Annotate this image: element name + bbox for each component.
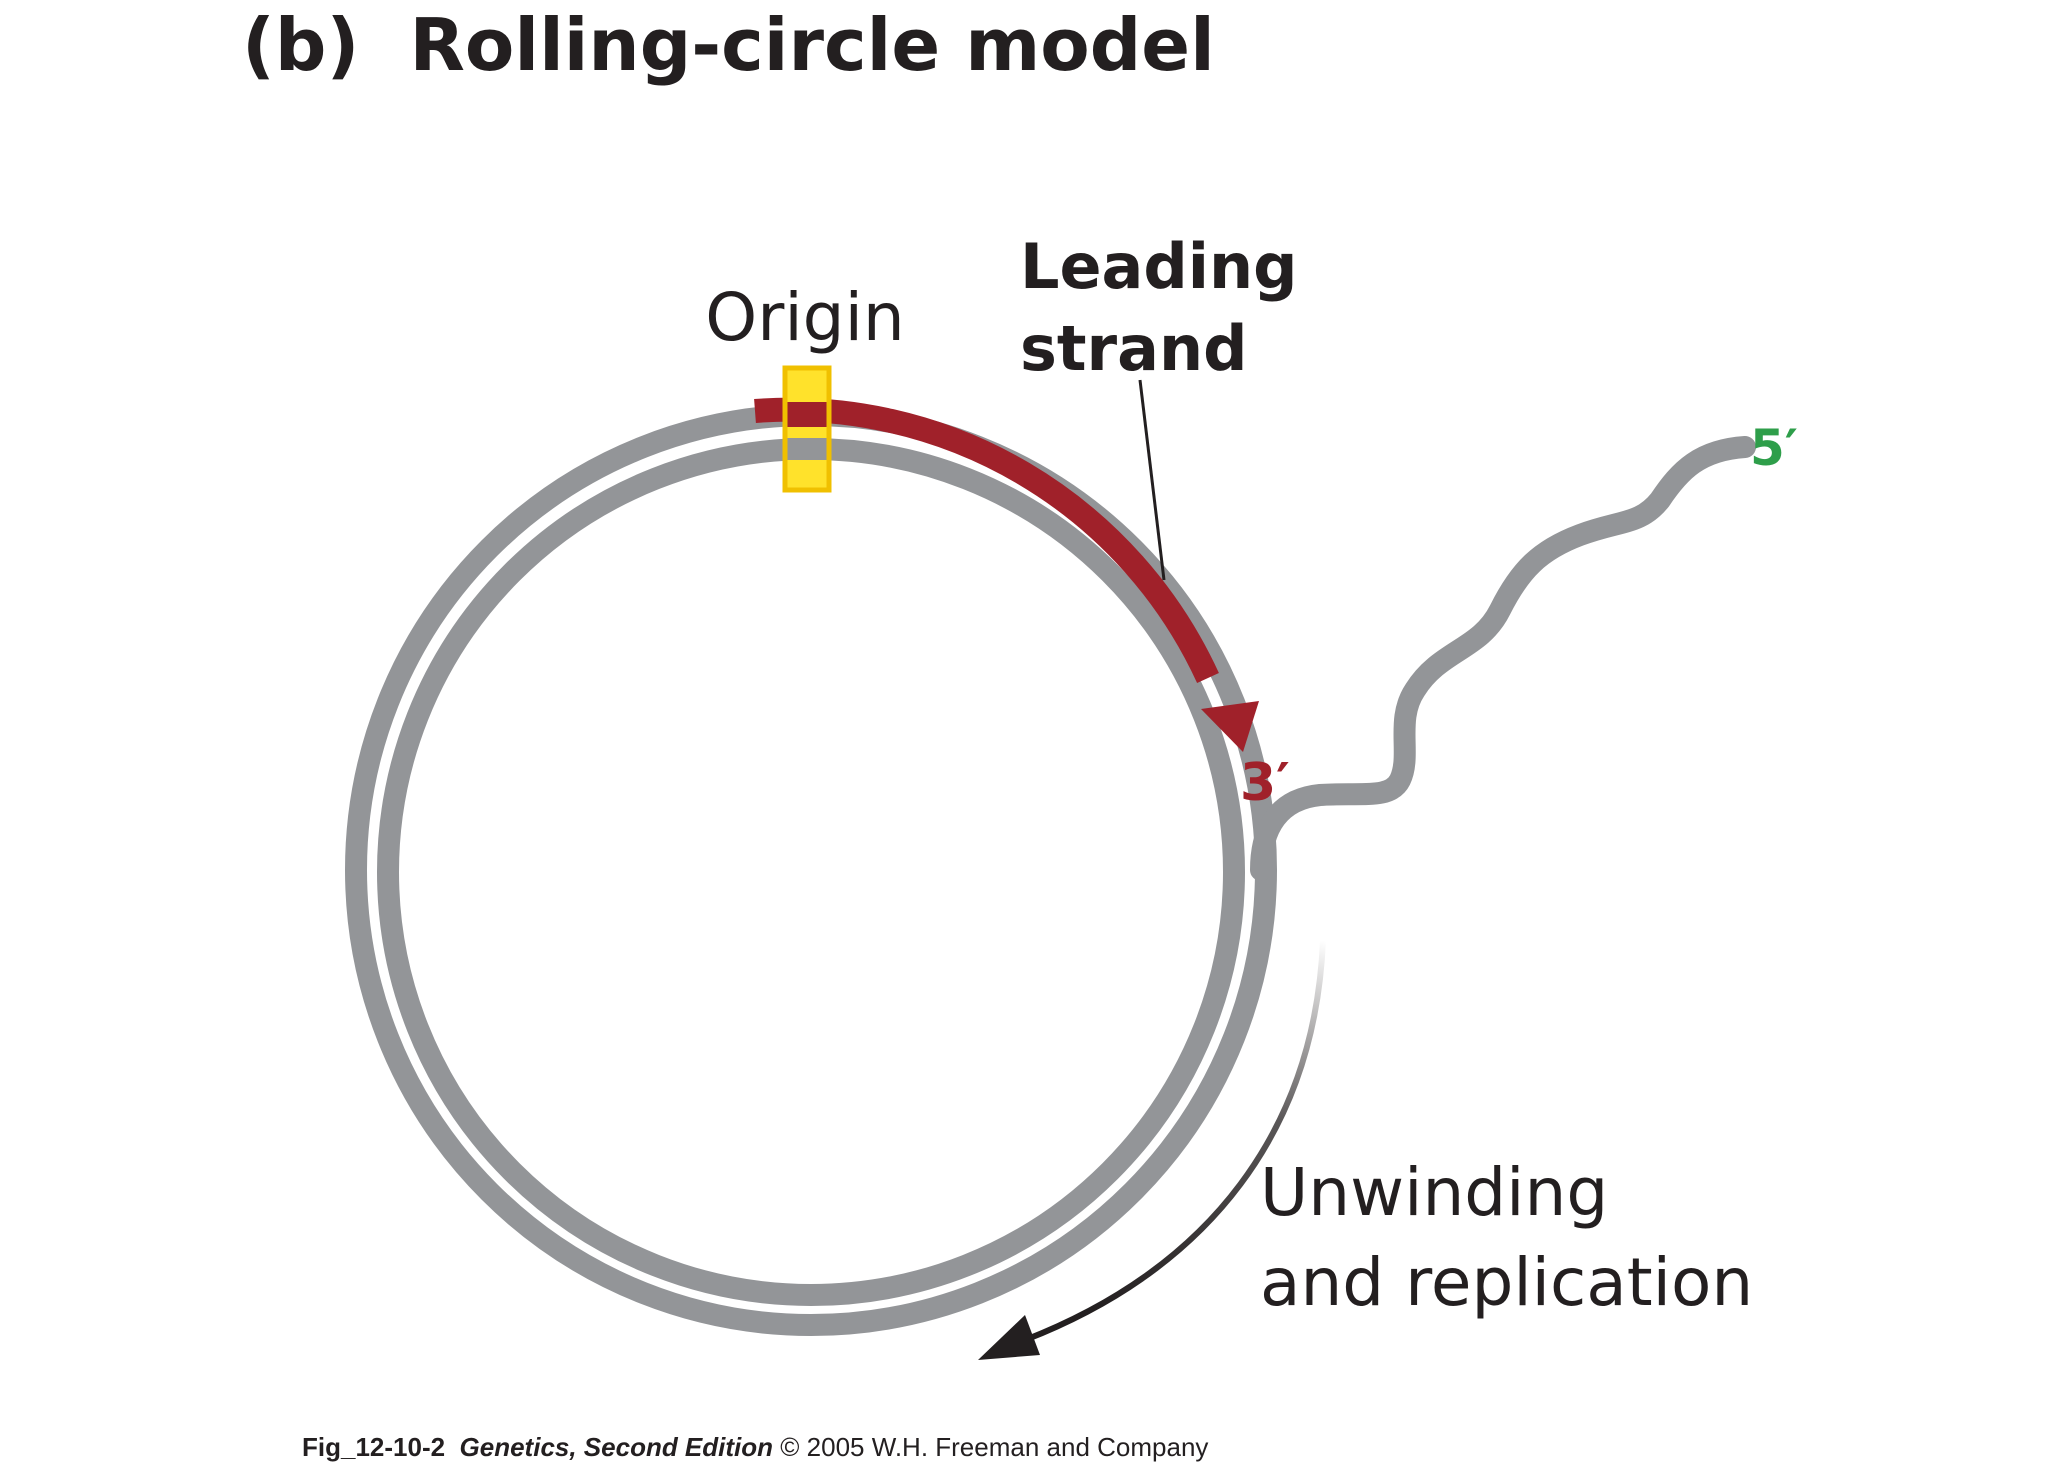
displaced-tail-strand bbox=[1250, 436, 1756, 881]
unwinding-label-line2: and replication bbox=[1260, 1244, 1753, 1321]
figure-title: (b) Rolling-circle model bbox=[242, 3, 1215, 87]
origin-marker bbox=[782, 365, 832, 493]
origin-marker-outline bbox=[782, 365, 832, 493]
leading-strand-leader-line bbox=[1138, 379, 1166, 581]
figure-caption: Fig_12-10-2 Genetics, Second Edition © 2… bbox=[302, 1432, 1208, 1463]
leading-strand bbox=[754, 397, 1219, 684]
leading-strand-label-line2: strand bbox=[1020, 312, 1247, 385]
three-prime-label: 3′ bbox=[1240, 753, 1290, 813]
unwinding-label-line1: Unwinding bbox=[1260, 1154, 1608, 1231]
leading-strand-label-line1: Leading bbox=[1020, 230, 1298, 303]
unwinding-arrowhead bbox=[978, 1315, 1040, 1360]
five-prime-label: 5′ bbox=[1750, 419, 1798, 477]
inner-strand bbox=[377, 438, 1245, 1306]
origin-marker-leading-overlay bbox=[785, 402, 829, 427]
leading-strand-arrowhead bbox=[1201, 701, 1259, 752]
caption-fig-id: Fig_12-10-2 bbox=[302, 1432, 446, 1462]
unwinding-arrow-shaft bbox=[1023, 939, 1326, 1343]
caption-book-title: Genetics, Second Edition bbox=[459, 1432, 774, 1462]
origin-label: Origin bbox=[705, 279, 904, 356]
origin-marker-inner-overlay bbox=[785, 438, 829, 460]
caption-copyright: © 2005 W.H. Freeman and Company bbox=[780, 1432, 1209, 1462]
